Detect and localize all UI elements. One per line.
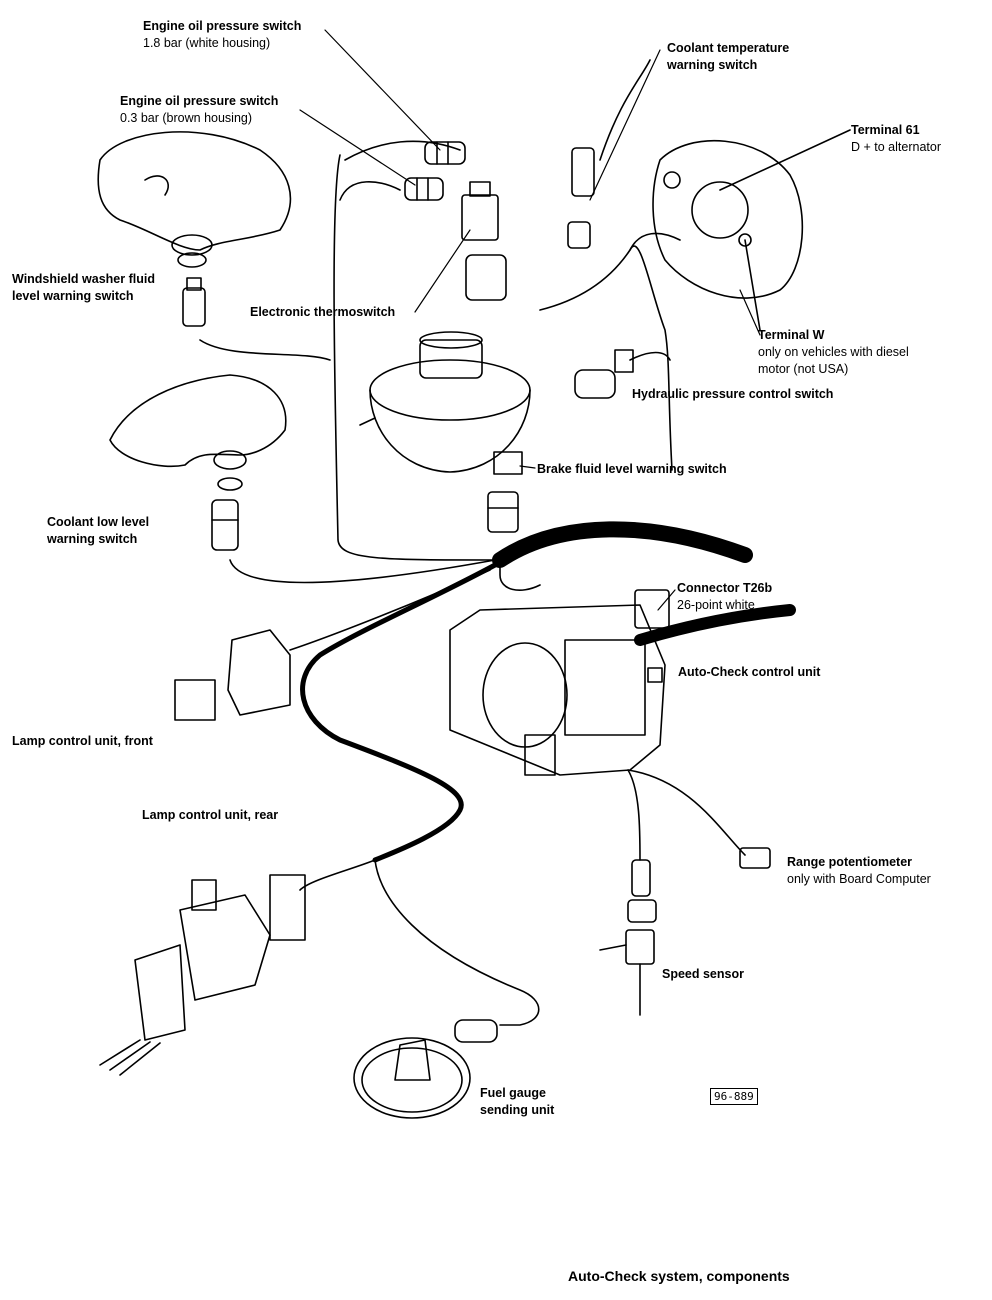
label-title: Engine oil pressure switch — [143, 19, 302, 33]
label-line1: Coolant low level — [47, 515, 150, 529]
alternator — [652, 129, 851, 331]
fuel-gauge — [353, 1019, 498, 1119]
connector-harness — [634, 604, 796, 646]
label-sub: 1.8 bar (white housing) — [143, 36, 271, 50]
brake-reservoir — [359, 331, 531, 475]
label-title: Lamp control unit, front — [12, 734, 153, 748]
label-hydraulic-switch: Hydraulic pressure control switch — [632, 386, 833, 403]
label-speed-sensor: Speed sensor — [662, 966, 744, 983]
label-line2: warning switch — [667, 58, 758, 72]
autocheck-unit — [449, 604, 666, 776]
label-sub: 26-point white — [677, 598, 755, 612]
label-thermoswitch: Electronic thermoswitch — [250, 304, 395, 321]
label-title: Lamp control unit, rear — [142, 808, 279, 822]
oil-switch-18 — [424, 141, 466, 165]
label-coolant-low: Coolant low level warning switch — [47, 514, 149, 548]
label-coolant-temp: Coolant temperature warning switch — [667, 40, 789, 74]
label-sub2: motor (not USA) — [758, 362, 849, 376]
label-washer-switch: Windshield washer fluid level warning sw… — [12, 271, 155, 305]
figure-caption: Auto-Check system, components — [568, 1268, 790, 1284]
harness-trunk — [300, 562, 498, 863]
label-title: Hydraulic pressure control switch — [632, 387, 834, 401]
oil-switch-03 — [404, 177, 444, 201]
label-sub1: only on vehicles with diesel — [758, 345, 909, 359]
label-line2: warning switch — [47, 532, 138, 546]
label-title: Range potentiometer — [787, 855, 913, 869]
label-line2: level warning switch — [12, 289, 134, 303]
label-lamp-front: Lamp control unit, front — [12, 733, 153, 750]
label-title: Engine oil pressure switch — [120, 94, 279, 108]
label-oil-pressure-18: Engine oil pressure switch 1.8 bar (whit… — [143, 18, 301, 52]
label-sub: 0.3 bar (brown housing) — [120, 111, 253, 125]
label-line1: Fuel gauge — [480, 1086, 546, 1100]
label-title: Speed sensor — [662, 967, 744, 981]
label-title: Connector T26b — [677, 581, 773, 595]
label-brake-switch: Brake fluid level warning switch — [537, 461, 727, 478]
label-lamp-rear: Lamp control unit, rear — [142, 807, 278, 824]
label-line1: Coolant temperature — [667, 41, 790, 55]
label-sub: only with Board Computer — [787, 872, 931, 886]
label-terminal-w: Terminal W only on vehicles with diesel … — [758, 327, 909, 378]
lamp-rear — [99, 874, 306, 1076]
label-range-potentiometer: Range potentiometer only with Board Comp… — [787, 854, 931, 888]
label-title: Auto-Check control unit — [678, 665, 821, 679]
lamp-front — [174, 629, 291, 721]
label-title: Terminal 61 — [851, 123, 920, 137]
figure-code: 96-889 — [710, 1088, 758, 1105]
label-fuel-gauge: Fuel gauge sending unit — [480, 1085, 554, 1119]
main-harness-bundle — [492, 521, 753, 568]
label-title: Terminal W — [758, 328, 825, 342]
label-autocheck-unit: Auto-Check control unit — [678, 664, 820, 681]
label-sub: D + to alternator — [851, 140, 941, 154]
label-line1: Windshield washer fluid — [12, 272, 155, 286]
speed-sensor — [599, 859, 657, 1016]
label-title: Brake fluid level warning switch — [537, 462, 727, 476]
label-connector-t26b: Connector T26b 26-point white — [677, 580, 772, 614]
label-oil-pressure-03: Engine oil pressure switch 0.3 bar (brow… — [120, 93, 278, 127]
label-line2: sending unit — [480, 1103, 555, 1117]
label-terminal-61: Terminal 61 D + to alternator — [851, 122, 941, 156]
label-title: Electronic thermoswitch — [250, 305, 396, 319]
